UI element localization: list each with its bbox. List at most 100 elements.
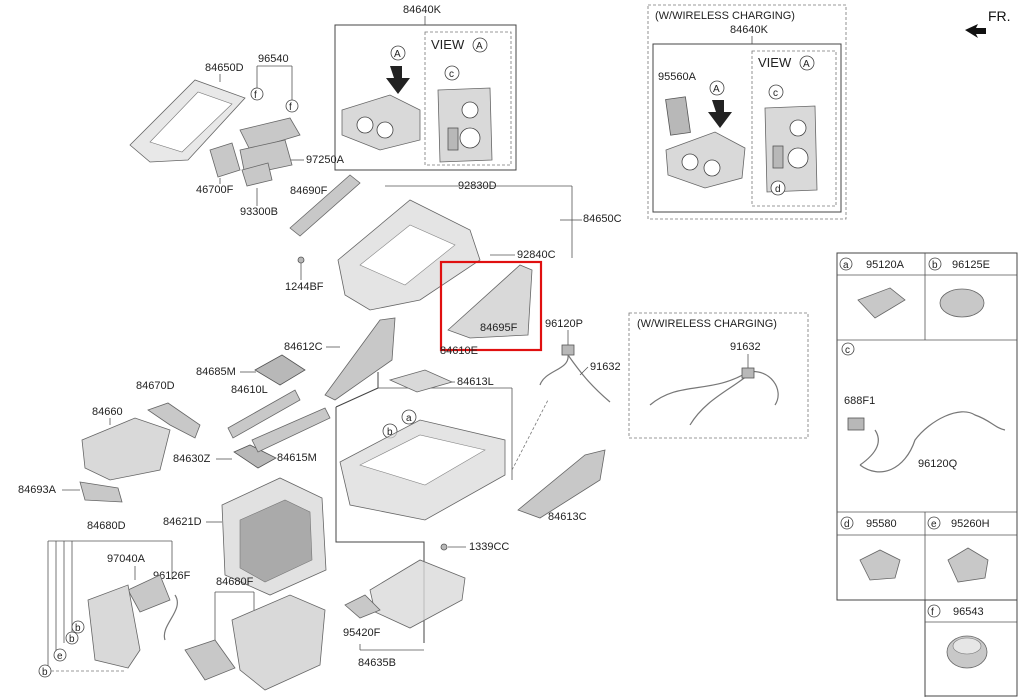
part-label-1339CC[interactable]: 1339CC: [469, 541, 509, 553]
usb-port-icon: [857, 287, 906, 319]
part-label-96120P[interactable]: 96120P: [545, 318, 583, 330]
highlight-box: [439, 260, 543, 352]
svg-text:A: A: [803, 59, 810, 70]
part-label-84610L[interactable]: 84610L: [231, 384, 268, 396]
trim-84670D: [147, 402, 201, 439]
fr-arrow-icon: [965, 24, 986, 38]
legend-cell-a[interactable]: a 95120A: [839, 257, 906, 319]
console-main-84650C[interactable]: 84690F 92830D 84650C 92840C 1244BF: [285, 174, 622, 311]
wireless-pad: [665, 96, 691, 136]
part-label-91632[interactable]: 91632: [590, 361, 621, 373]
view-a-top-panel: [437, 87, 493, 163]
part-label-84612C[interactable]: 84612C: [284, 341, 323, 353]
legend-cell-d[interactable]: d 95580: [840, 516, 901, 581]
part-label-84613L[interactable]: 84613L: [457, 376, 494, 388]
vent-97040A: [127, 574, 171, 613]
part-label-97250A[interactable]: 97250A: [306, 154, 345, 166]
fr-label: FR.: [988, 8, 1011, 24]
part-label-84615M[interactable]: 84615M: [277, 452, 317, 464]
part-label-92840C[interactable]: 92840C: [517, 249, 556, 261]
svg-text:b: b: [69, 634, 75, 645]
legend-cell-c[interactable]: c 688F1 96120Q: [841, 342, 1006, 473]
svg-text:A: A: [713, 84, 720, 95]
part-label-84650D[interactable]: 84650D: [205, 62, 244, 74]
cover-84695F: [447, 264, 533, 339]
svg-text:f: f: [931, 607, 934, 618]
console-side-parts[interactable]: 84612C 84685M 84670D 84610L 84660 84630Z…: [18, 317, 396, 503]
legend-cell-f[interactable]: f 96543: [927, 604, 988, 669]
legend-cell-e[interactable]: e 95260H: [927, 516, 990, 583]
assembly-84640K[interactable]: 84640K VIEW A A c: [334, 4, 517, 171]
part-label-84635B[interactable]: 84635B: [358, 657, 396, 669]
part-label-84695F[interactable]: 84695F: [480, 322, 518, 334]
bracket-body: [369, 559, 466, 629]
legend-table: a 95120A b 96125E c 688F1 96120Q d 95580: [836, 252, 1018, 697]
part-label-96126F[interactable]: 96126F: [153, 570, 191, 582]
bracket-84635B[interactable]: 1339CC 95420F 84635B: [343, 541, 509, 669]
screw-1244BF: [297, 256, 305, 264]
legend-code-96120Q: 96120Q: [918, 458, 958, 470]
legend-code-688F1: 688F1: [844, 395, 875, 407]
highlighted-part-84695F[interactable]: 84695F: [439, 260, 543, 352]
panel-84613C: [517, 449, 606, 519]
screw-1339CC: [440, 543, 448, 551]
part-label-84610E[interactable]: 84610E: [440, 345, 478, 357]
assembly-84610E[interactable]: 84610E 84613L a b: [335, 345, 513, 643]
svg-text:f: f: [254, 90, 257, 101]
part-label-84613C[interactable]: 84613C: [548, 511, 587, 523]
rear-panel-84680D[interactable]: 84680D 97040A 96126F b b e b: [38, 520, 191, 678]
wiring-96120P[interactable]: 96120P 91632: [539, 318, 621, 403]
connector-icon: [847, 417, 865, 431]
garnish-84610L: [227, 389, 301, 439]
view-a-label: VIEW: [431, 37, 465, 52]
part-label-84685M[interactable]: 84685M: [196, 366, 236, 378]
lower-box-84680F: [231, 594, 326, 691]
part-label-84690F[interactable]: 84690F: [290, 185, 328, 197]
part-label-84680F[interactable]: 84680F: [216, 576, 254, 588]
lid-84613L: [388, 369, 454, 393]
tray-84630Z: [233, 444, 277, 469]
wiring-91632-wireless[interactable]: (W/WIRELESS CHARGING) 91632: [628, 312, 809, 439]
part-label-84680D[interactable]: 84680D: [87, 520, 126, 532]
part-label-84670D[interactable]: 84670D: [136, 380, 175, 392]
legend-code-f: 96543: [953, 606, 984, 618]
legend-cell-b[interactable]: b 96125E: [928, 257, 990, 318]
clip-95420F: [344, 594, 381, 619]
part-label-84640K[interactable]: 84640K: [403, 4, 442, 16]
power-outlet-icon: [939, 288, 985, 318]
side-panel-84613C[interactable]: 84613C: [511, 399, 606, 523]
svg-text:d: d: [775, 184, 781, 195]
part-label-84630Z[interactable]: 84630Z: [173, 453, 211, 465]
assembly-84640K-wireless[interactable]: (W/WIRELESS CHARGING) 84640K VIEW A 9556…: [647, 4, 847, 220]
svg-text:A: A: [394, 49, 401, 60]
part-label-96540[interactable]: 96540: [258, 53, 289, 65]
switch-icon-95580: [859, 549, 901, 581]
part-label-91632-wireless[interactable]: 91632: [730, 341, 761, 353]
switch-93300B: [241, 162, 273, 187]
storage-84621D[interactable]: 84621D: [163, 477, 327, 596]
svg-text:VIEW: VIEW: [758, 55, 792, 70]
part-label-1244BF[interactable]: 1244BF: [285, 281, 324, 293]
part-label-93300B[interactable]: 93300B: [240, 206, 278, 218]
legend-code-a: 95120A: [866, 259, 905, 271]
switch-icon-95260H: [947, 547, 989, 583]
part-label-84693A[interactable]: 84693A: [18, 484, 57, 496]
svg-text:d: d: [844, 519, 850, 530]
part-label-84640K-wireless[interactable]: 84640K: [730, 24, 769, 36]
part-label-84660[interactable]: 84660: [92, 406, 123, 418]
rear-panel-body: [87, 584, 141, 669]
bezel-group[interactable]: 84650D 96540 f f 97250A 46700F 93300B: [129, 53, 345, 218]
part-label-84621D[interactable]: 84621D: [163, 516, 202, 528]
switch-panel-96540: [239, 117, 301, 151]
part-label-97040A[interactable]: 97040A: [107, 553, 146, 565]
part-label-95560A[interactable]: 95560A: [658, 71, 697, 83]
legend-code-b: 96125E: [952, 259, 990, 271]
part-label-46700F[interactable]: 46700F: [196, 184, 234, 196]
console-upper-part: [341, 94, 421, 151]
callout-A: A: [476, 41, 483, 52]
part-label-84650C[interactable]: 84650C: [583, 213, 622, 225]
part-label-95420F[interactable]: 95420F: [343, 627, 381, 639]
switch-46700F: [209, 142, 241, 178]
svg-text:c: c: [449, 69, 454, 80]
tray-84680F[interactable]: 84680F: [184, 576, 326, 691]
